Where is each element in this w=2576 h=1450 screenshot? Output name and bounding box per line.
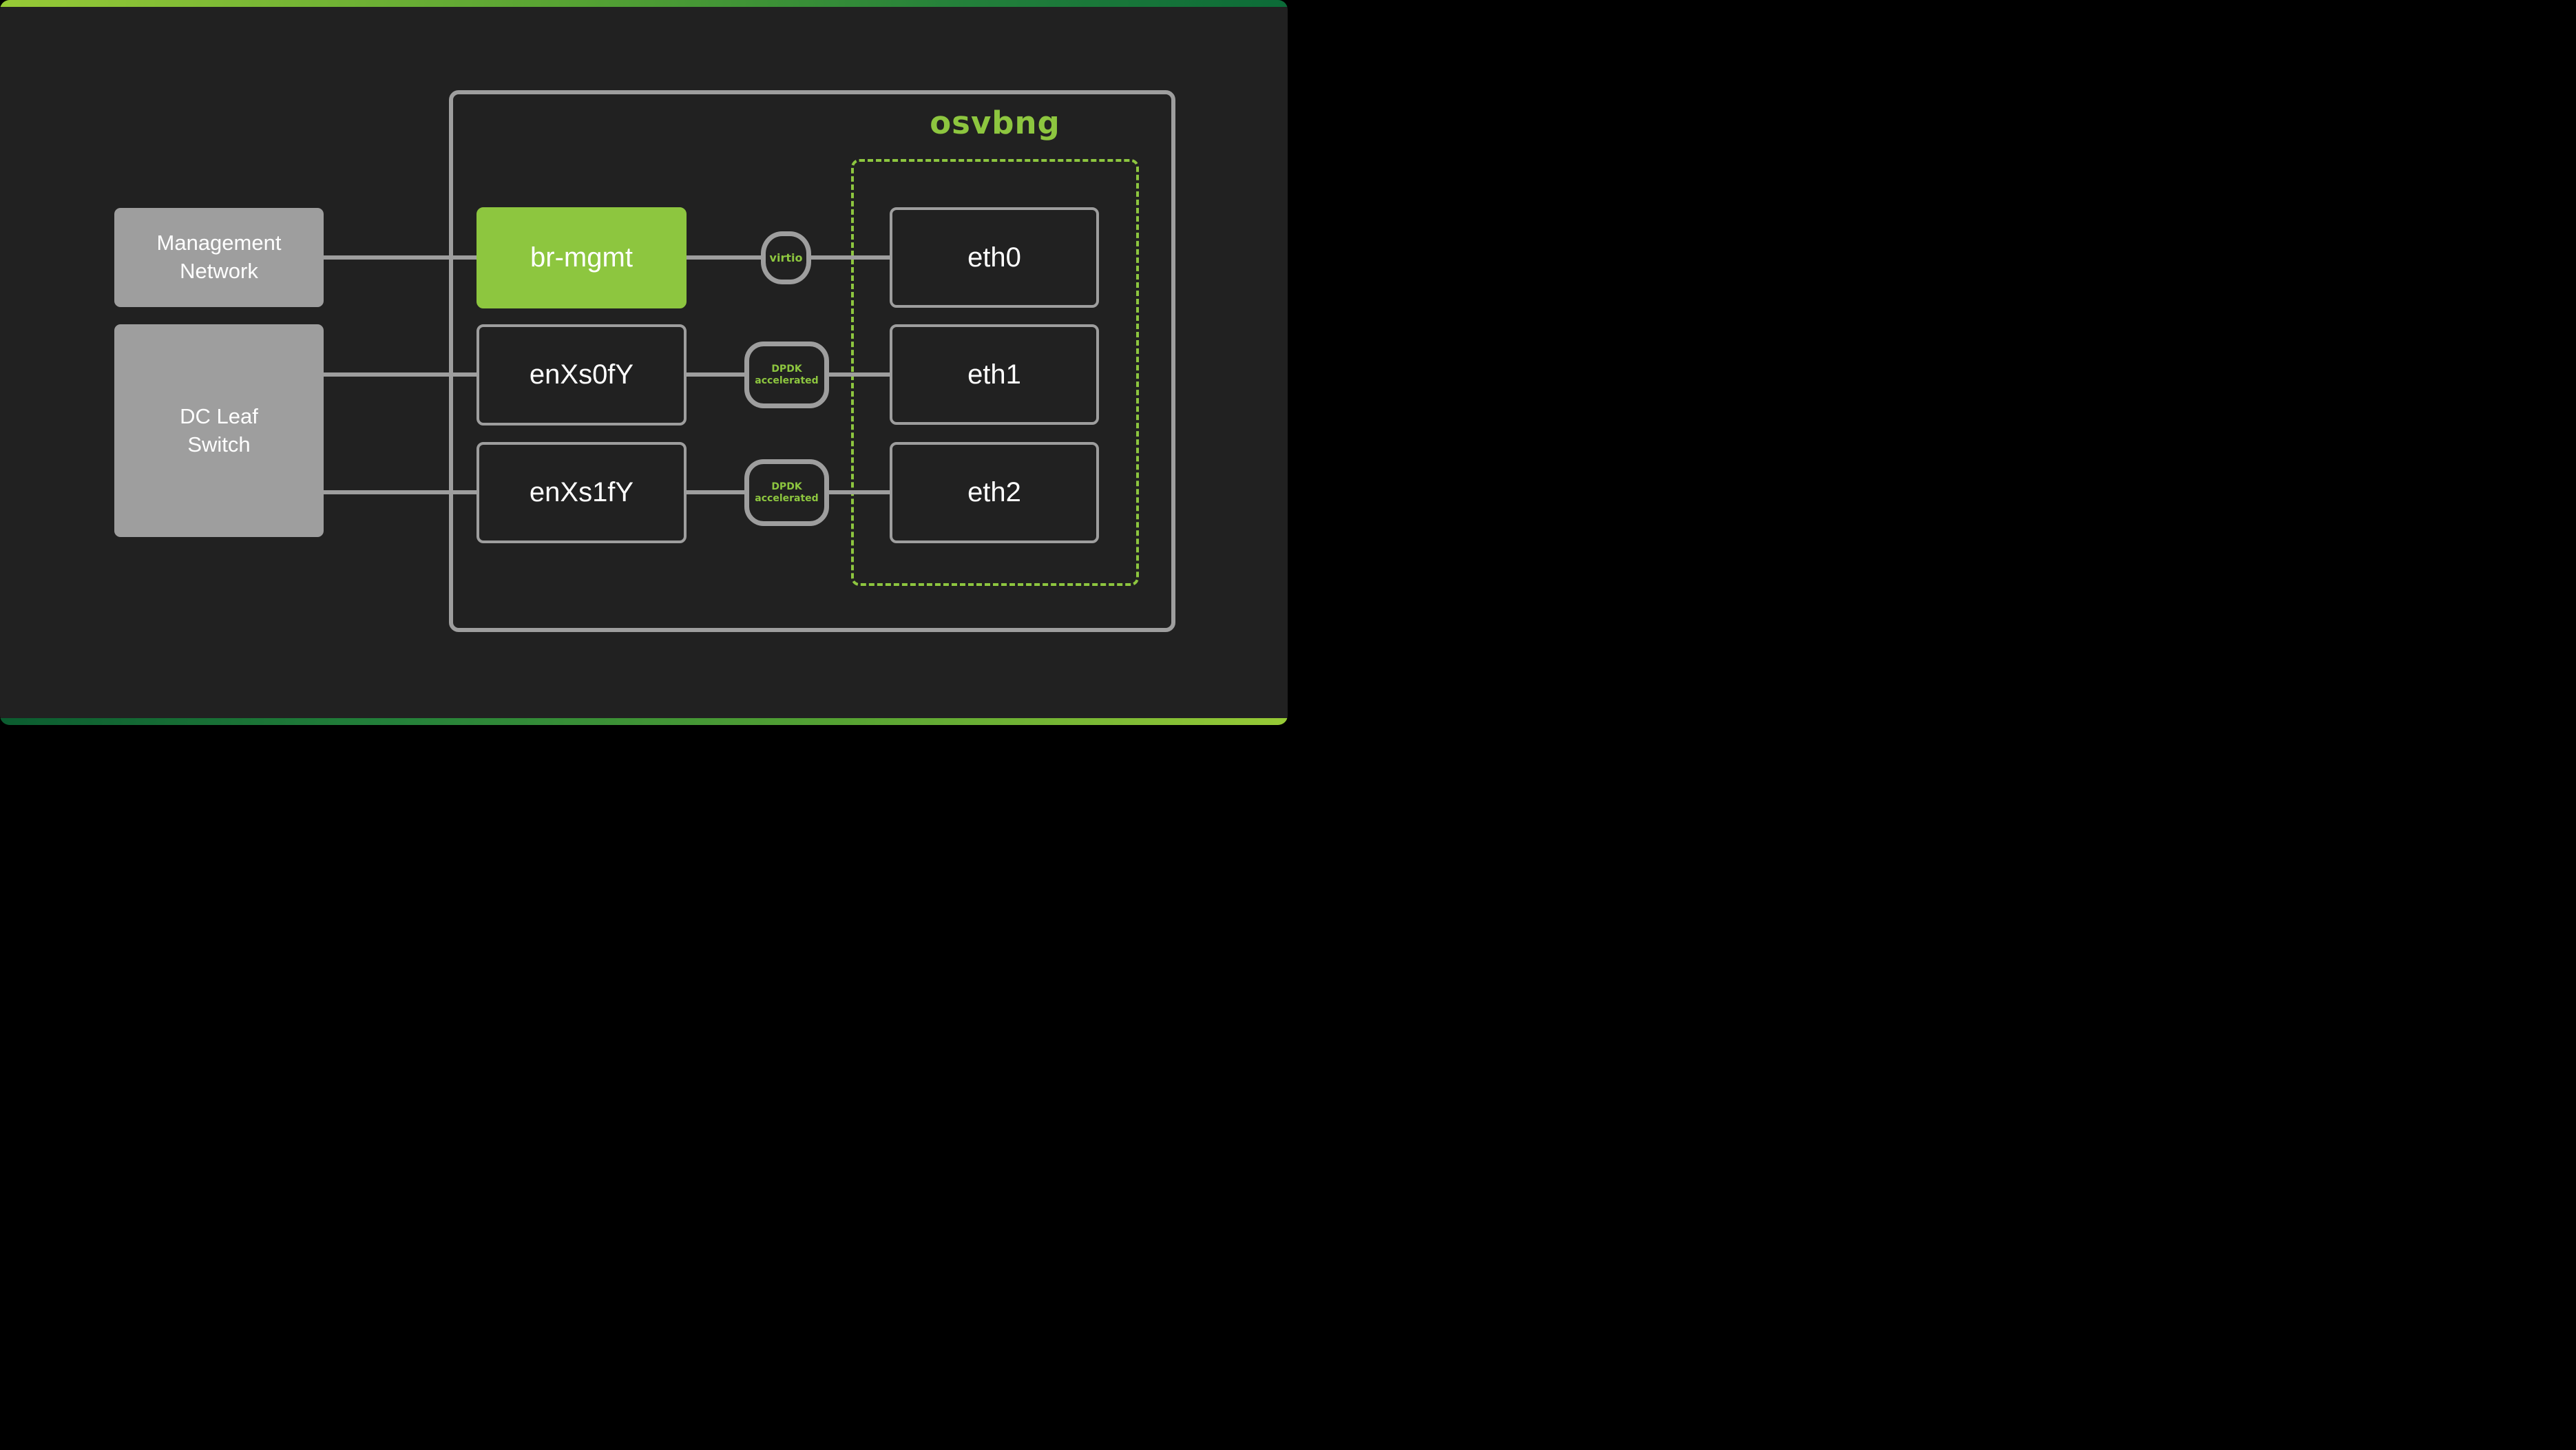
node-eth1: eth1 [890, 324, 1099, 425]
node-management-network: Management Network [114, 208, 324, 307]
bottom-gradient-bar [0, 718, 1288, 725]
link-dcleaf-to-enxs1fy [324, 490, 477, 494]
link-dcleaf-to-enxs0fy [324, 372, 477, 377]
node-eth2: eth2 [890, 442, 1099, 543]
connector-dpdk-accelerated-1: DPDK accelerated [744, 342, 829, 408]
node-br-mgmt: br-mgmt [477, 207, 687, 308]
network-diagram: osvbng Management Network DC Leaf Switch… [0, 0, 1288, 725]
node-enxs1fy: enXs1fY [477, 442, 687, 543]
node-dc-leaf-switch: DC Leaf Switch [114, 324, 324, 537]
connector-virtio: virtio [761, 231, 811, 284]
node-eth0: eth0 [890, 207, 1099, 308]
node-enxs0fy: enXs0fY [477, 324, 687, 425]
host-box [449, 90, 1175, 632]
link-mgmt-to-brmgmt [324, 255, 477, 260]
connector-dpdk-accelerated-2: DPDK accelerated [744, 459, 829, 526]
top-gradient-bar [0, 0, 1288, 7]
vm-title: osvbng [930, 104, 1060, 141]
